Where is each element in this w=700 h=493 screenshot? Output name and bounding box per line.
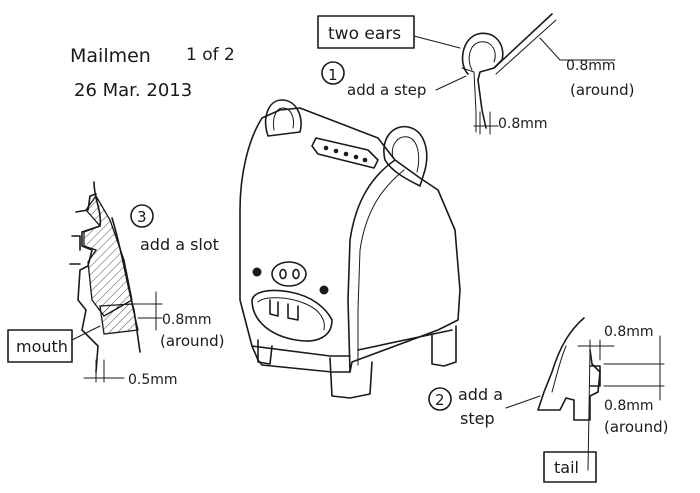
ear-step-line bbox=[461, 67, 477, 133]
ear-section-inner bbox=[468, 41, 496, 71]
two-ears-label: two ears bbox=[328, 24, 401, 44]
left-eye bbox=[252, 267, 262, 277]
slot-hole bbox=[343, 151, 349, 157]
mouth-profile-notch bbox=[75, 193, 97, 213]
tail-label-box bbox=[543, 451, 597, 483]
two-ears-label-box bbox=[317, 15, 415, 49]
leg-back-left bbox=[257, 339, 273, 365]
tail-callout: 0.8mm 0.8mm (around) 2 add a step tail bbox=[428, 317, 668, 483]
step-3-circle bbox=[130, 204, 154, 228]
step-3-text: add a slot bbox=[140, 235, 219, 254]
step-2-arrow bbox=[505, 395, 541, 409]
slot-hole bbox=[362, 157, 368, 163]
slot-hole bbox=[333, 148, 339, 154]
tail-dim-side-note: (around) bbox=[604, 418, 668, 436]
step-1-number: 1 bbox=[328, 66, 338, 84]
ear-base-line bbox=[493, 13, 553, 69]
nostril-left bbox=[279, 268, 287, 280]
mouth-dim-slot: 0.8mm bbox=[162, 312, 212, 328]
nose bbox=[271, 261, 307, 287]
mouth-slot bbox=[99, 303, 139, 335]
mouth-dim-width: 0.5mm bbox=[128, 372, 178, 388]
side-bottom-edge bbox=[251, 345, 351, 357]
slot-hole bbox=[323, 145, 329, 151]
leg-front-left bbox=[329, 357, 373, 399]
ears-dim-bottom: 0.8mm bbox=[498, 116, 548, 132]
sheet-date: 26 Mar. 2013 bbox=[74, 80, 192, 101]
sheet-title: Mailmen bbox=[70, 45, 151, 67]
mouth-hatched-area bbox=[83, 194, 133, 317]
mouth-dim-slot-note: (around) bbox=[160, 332, 224, 350]
right-eye bbox=[319, 285, 329, 295]
tail-dim-top: 0.8mm bbox=[604, 324, 654, 340]
ear-dim-top-leader bbox=[539, 37, 616, 61]
tail-step bbox=[589, 365, 601, 387]
ears-dim-top-note: (around) bbox=[570, 81, 634, 99]
leg-front-right bbox=[431, 325, 457, 367]
right-ear bbox=[383, 125, 428, 187]
roof-slot bbox=[311, 137, 379, 169]
right-ear-inner bbox=[391, 136, 420, 173]
front-edge-inner bbox=[357, 169, 405, 366]
step-2-text-2: step bbox=[460, 409, 495, 428]
mouth-profile-notch-2 bbox=[71, 235, 81, 251]
ear-base-line-2 bbox=[495, 19, 557, 75]
step-1-circle bbox=[321, 61, 345, 85]
tooth-right bbox=[287, 303, 299, 321]
mouth-inner bbox=[257, 297, 325, 331]
front-edge bbox=[347, 159, 396, 373]
left-ear bbox=[264, 99, 302, 137]
tail-inner-curve bbox=[551, 345, 567, 393]
step-2-text-1: add a bbox=[458, 385, 503, 404]
tail-profile-outline bbox=[537, 317, 601, 421]
mouth-leader-line bbox=[71, 325, 101, 341]
front-bottom-edge bbox=[357, 329, 453, 351]
tail-label: tail bbox=[554, 458, 579, 477]
ears-callout: two ears 1 add a step 0.8mm (around) 0.8… bbox=[317, 13, 634, 135]
mailbox-figure bbox=[239, 99, 461, 399]
step-3-number: 3 bbox=[137, 208, 147, 226]
mouth-label-box bbox=[7, 329, 73, 363]
step-1-text: add a step bbox=[347, 81, 426, 99]
ears-dim-top: 0.8mm bbox=[566, 58, 616, 74]
mouth-label: mouth bbox=[16, 337, 68, 356]
mouth-outer bbox=[251, 289, 333, 342]
nostril-right bbox=[292, 268, 300, 280]
step-1-arrow bbox=[435, 75, 467, 91]
page-number: 1 of 2 bbox=[186, 45, 235, 65]
header: Mailmen 1 of 2 26 Mar. 2013 bbox=[70, 45, 235, 101]
ears-leader-line bbox=[413, 35, 461, 49]
tail-dim-side: 0.8mm bbox=[604, 398, 654, 414]
mouth-side-curve bbox=[111, 217, 141, 353]
tooth-left bbox=[269, 299, 279, 317]
slot-hole bbox=[353, 154, 359, 160]
ear-section-outline bbox=[461, 32, 504, 129]
mouth-callout: 3 add a slot mouth 0.8mm (around) 0.5mm bbox=[7, 181, 224, 388]
step-2-number: 2 bbox=[435, 391, 445, 409]
tail-vertical-line bbox=[587, 349, 591, 471]
left-ear-inner bbox=[273, 107, 294, 131]
step-2-circle bbox=[428, 387, 452, 411]
